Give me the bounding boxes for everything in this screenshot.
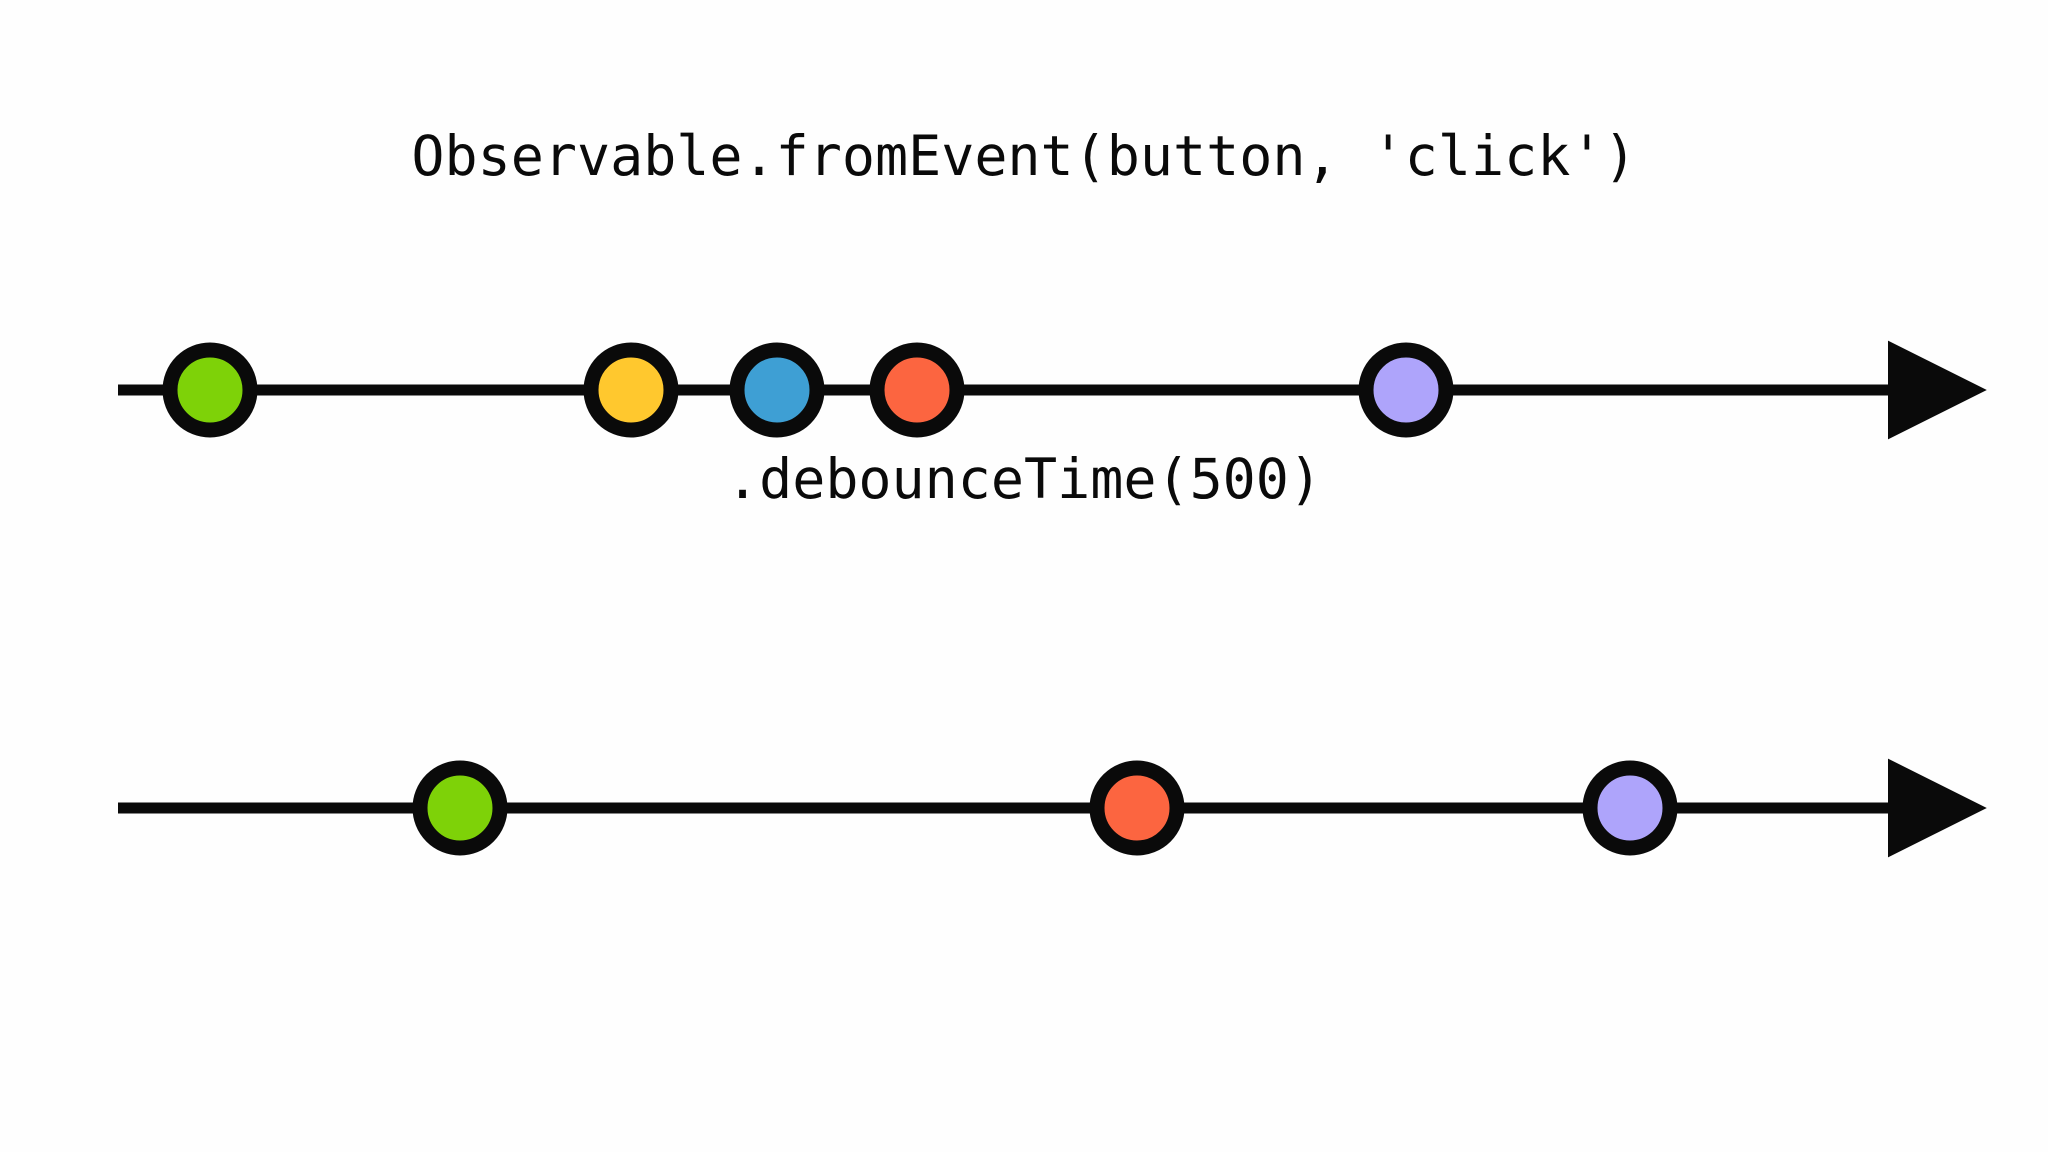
source-marble-blue[interactable] bbox=[729, 342, 825, 438]
operator-title: .debounceTime(500) bbox=[726, 447, 1322, 511]
source-observable-title: Observable.fromEvent(button, 'click') bbox=[411, 124, 1636, 188]
result-marble-purple[interactable] bbox=[1582, 760, 1678, 856]
source-marble-yellow[interactable] bbox=[583, 342, 679, 438]
source-marble-green[interactable] bbox=[162, 342, 258, 438]
source-timeline bbox=[118, 340, 1987, 440]
source-marble-orange[interactable] bbox=[869, 342, 965, 438]
source-marble-purple[interactable] bbox=[1358, 342, 1454, 438]
result-marble-orange[interactable] bbox=[1089, 760, 1185, 856]
result-marble-green[interactable] bbox=[412, 760, 508, 856]
result-timeline bbox=[118, 758, 1987, 858]
